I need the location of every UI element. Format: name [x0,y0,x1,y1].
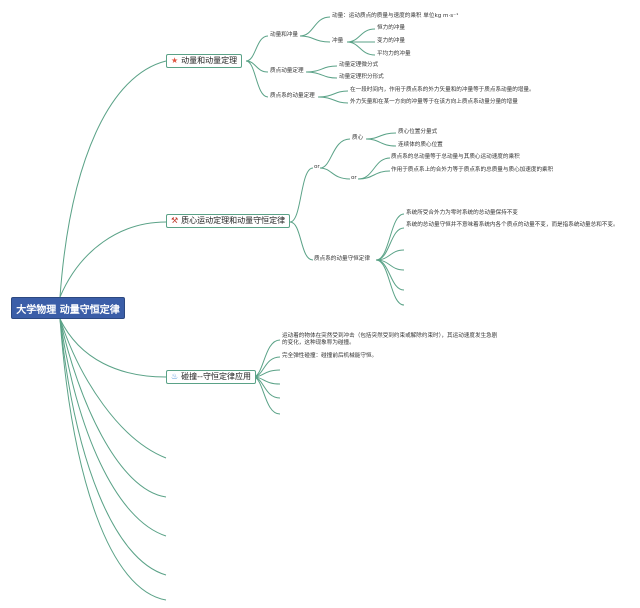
topic-system-theorem-component[interactable]: 外力矢量和在某一方向的冲量等于在该方向上质点系动量分量的增量 [350,99,518,105]
root-topic[interactable]: 大学物理 动量守恒定律 [11,297,125,319]
topic-com-component-form[interactable]: 质心位置分量式 [398,129,438,135]
topic-elastic-collision[interactable]: 完全弹性碰撞：碰撞前后机械能守恒。 [282,353,378,359]
topic-continuous-body-com[interactable]: 连续体的质心位置 [398,142,443,148]
topic-conservation-condition[interactable]: 系统所受合外力为零时系统的总动量保持不变 [406,210,518,216]
branch-momentum-theorem[interactable]: ★ 动量和动量定理 [166,54,243,68]
topic-center-of-mass[interactable]: 质心 [352,135,364,141]
topic-total-momentum-com[interactable]: 质点系的总动量等于总动量与其质心运动速度的乘积 [391,154,520,160]
flame-icon: ♨ [171,372,179,381]
topic-or-2[interactable]: or [351,175,357,181]
topic-conservation-meaning[interactable]: 系统的总动量守恒并不意味着系统内各个质点的动量不变，而是指系统动量总和不变。 [406,222,619,228]
topic-differential-form[interactable]: 动量定理微分式 [339,62,379,68]
topic-average-force-impulse[interactable]: 平均力的冲量 [377,51,411,57]
topic-system-theorem-statement[interactable]: 在一段时间内，作用于质点系的外力矢量和的冲量等于质点系动量的增量。 [350,87,535,93]
branch-collision[interactable]: ♨ 碰撞--守恒定律应用 [166,370,256,384]
topic-constant-force-impulse[interactable]: 恒力的冲量 [377,25,405,31]
star-icon: ★ [171,56,179,65]
topic-momentum-impulse[interactable]: 动量和冲量 [270,32,298,38]
topic-system-momentum-theorem[interactable]: 质点系的动量定理 [270,93,315,99]
topic-or-1[interactable]: or [314,164,320,170]
topic-particle-momentum-theorem[interactable]: 质点动量定理 [270,68,304,74]
branch-center-of-mass[interactable]: ⚒ 质心运动定理和动量守恒定律 [166,214,291,228]
topic-conservation-law[interactable]: 质点系的动量守恒定律 [314,256,370,262]
topic-variable-force-impulse[interactable]: 变力的冲量 [377,38,405,44]
topic-impulse[interactable]: 冲量 [332,38,344,44]
topic-momentum-definition[interactable]: 动量：运动质点的质量与速度的乘积 单位kg m·s⁻¹ [332,13,459,19]
tools-icon: ⚒ [171,216,179,225]
topic-integral-form[interactable]: 动量定理积分形式 [339,74,384,80]
topic-collision-definition[interactable]: 运动着的物体在突然受到冲击（包括突然受到约束或解除约束时），其运动速度发生急剧的… [282,333,498,346]
topic-net-force-com[interactable]: 作用于质点系上的合外力等于质点系的总质量与质心加速度的乘积 [391,167,554,173]
